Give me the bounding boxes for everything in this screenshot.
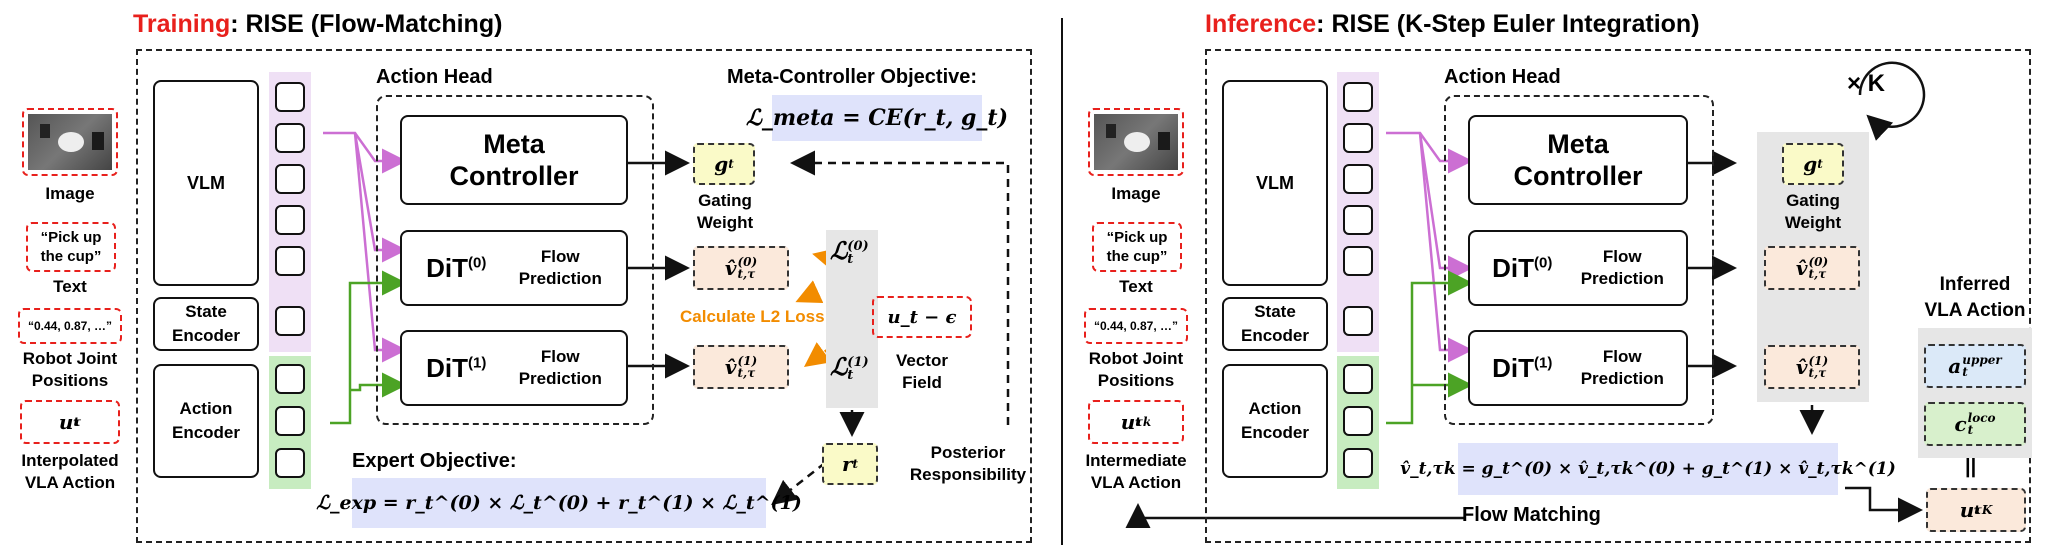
inference-image-input xyxy=(1088,108,1184,176)
equals-sign: || xyxy=(1965,456,1977,478)
token xyxy=(1343,164,1373,194)
loss-column xyxy=(826,230,878,408)
meta-objective-formula: ℒ_meta = CE(r_t, g_t) xyxy=(746,95,1008,141)
token xyxy=(275,123,305,153)
token xyxy=(1343,364,1373,394)
inference-title: Inference: RISE (K-Step Euler Integratio… xyxy=(1205,10,1700,38)
training-frame xyxy=(136,49,1032,543)
loop-count-label: × K xyxy=(1847,70,1886,97)
vlm-block: VLM xyxy=(153,80,259,286)
loop-arrow-icon xyxy=(1858,61,1926,141)
token xyxy=(1343,205,1373,235)
token xyxy=(275,246,305,276)
image-label: Image xyxy=(1111,184,1161,203)
joint-input: “0.44, 0.87, …” xyxy=(1084,308,1188,344)
inference-frame xyxy=(1205,49,2031,543)
loss-0: ℒ(0)t xyxy=(830,236,869,267)
action-head-label: Action Head xyxy=(1444,66,1561,88)
token xyxy=(275,205,305,235)
vector-field-box: u_t − ϵ xyxy=(872,296,972,338)
token xyxy=(1343,246,1373,276)
inference-pink-arrows xyxy=(1386,131,1473,363)
velocity-1-token: v̂(1)t,τ xyxy=(693,345,789,389)
token xyxy=(1343,82,1373,112)
action-head-label: Action Head xyxy=(376,66,493,88)
token xyxy=(1343,306,1373,336)
velocity-1-token: v̂(1)t,τ xyxy=(1764,345,1860,389)
training-pink-arrows xyxy=(323,131,407,363)
action-token-strip xyxy=(1337,356,1379,489)
combine-formula: v̂_t,τk = g_t^(0) × v̂_t,τk^(0) + g_t^(1… xyxy=(1400,443,1896,495)
token xyxy=(275,448,305,478)
calc-l2-loss-label: Calculate L2 Loss xyxy=(680,307,825,326)
text-label: Text xyxy=(1119,277,1153,296)
token xyxy=(275,164,305,194)
action-head-frame xyxy=(376,95,654,425)
training-black-arrows xyxy=(628,150,865,437)
training-title: Training: RISE (Flow-Matching) xyxy=(133,10,503,38)
inference-black-arrows xyxy=(1125,150,1923,528)
token xyxy=(275,406,305,436)
vlm-block: VLM xyxy=(1222,80,1328,286)
loss-1: ℒ(1)t xyxy=(830,352,869,383)
image-label: Image xyxy=(45,184,95,203)
action-head-frame xyxy=(1444,95,1714,425)
expert-objective-formula: ℒ_exp = r_t^(0) × ℒ_t^(0) + r_t^(1) × ℒ_… xyxy=(316,478,802,528)
action-token-strip xyxy=(269,356,311,489)
flow-matching-label: Flow Matching xyxy=(1462,504,1601,526)
vlm-token-strip xyxy=(269,72,311,352)
scene-image xyxy=(28,114,112,170)
token xyxy=(275,306,305,336)
token xyxy=(275,82,305,112)
expert-objective-label: Expert Objective: xyxy=(352,450,517,472)
token xyxy=(1343,123,1373,153)
scene-image xyxy=(1094,114,1178,170)
vlm-token-strip xyxy=(1337,72,1379,352)
meta-objective-label: Meta-Controller Objective: xyxy=(727,66,978,88)
joint-input: “0.44, 0.87, …” xyxy=(18,308,122,344)
velocity-0-token: v̂(0)t,τ xyxy=(693,246,789,290)
token xyxy=(275,364,305,394)
velocity-0-token: v̂(0)t,τ xyxy=(1764,246,1860,290)
inference-green-arrows xyxy=(1386,270,1473,425)
token xyxy=(1343,448,1373,478)
training-dashed-arrows xyxy=(771,150,1010,506)
token xyxy=(1343,406,1373,436)
training-image-input xyxy=(22,108,118,176)
text-label: Text xyxy=(53,277,87,296)
